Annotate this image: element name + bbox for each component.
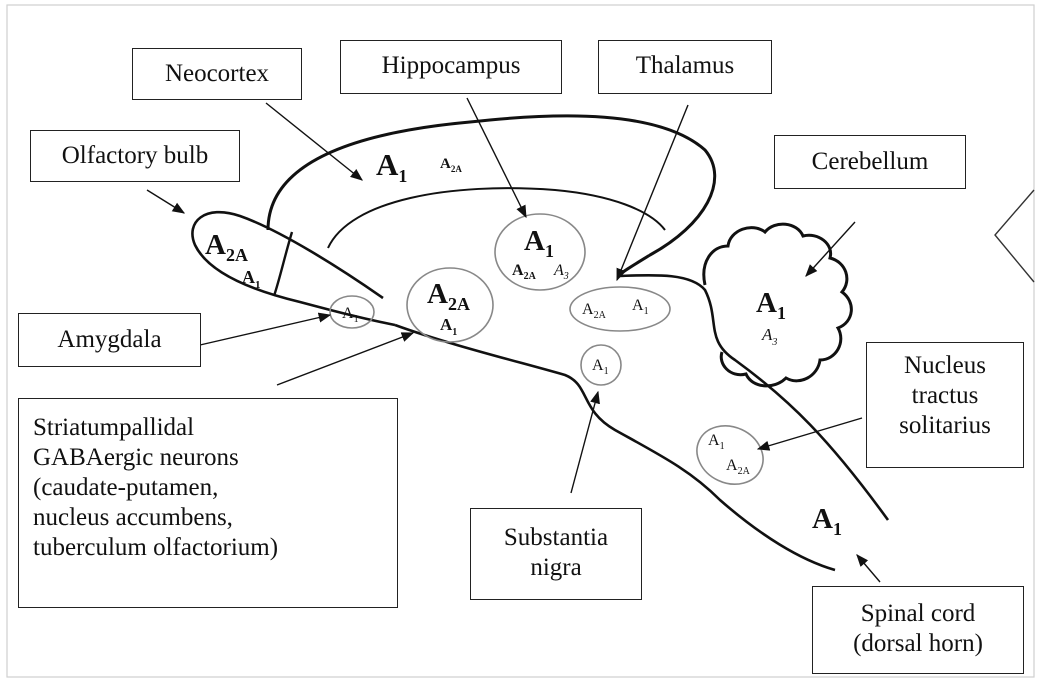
cropped-inset-shape xyxy=(995,190,1034,282)
spinal-cord-label-box: Spinal cord (dorsal horn) xyxy=(812,586,1024,674)
olfactory-bulb-label-box: Olfactory bulb xyxy=(30,130,240,182)
substantia-nigra-label-line-1: Substantia xyxy=(471,523,641,553)
neocortex-label-box: Neocortex xyxy=(132,48,302,100)
striatum-label-line-2: GABAergic neurons xyxy=(33,443,397,473)
hippocampus-receptor-major: A1 xyxy=(524,225,554,261)
spinal-cord-label-line-1: Spinal cord xyxy=(813,599,1023,629)
cerebellum-arrow xyxy=(806,222,855,276)
neocortex-label: Neocortex xyxy=(165,60,269,87)
neocortex-receptor-minor: A2A xyxy=(440,156,462,174)
spinal-cord-receptor: A1 xyxy=(812,503,842,539)
hippocampus-receptor-minor-1: A2A xyxy=(512,262,537,282)
striatum-label-line-5: tuberculum olfactorium) xyxy=(33,533,397,563)
thalamus-label: Thalamus xyxy=(636,52,735,79)
brainstem-dorsal-contour xyxy=(618,275,888,520)
nts-label-box: Nucleus tractus solitarius xyxy=(866,342,1024,468)
spinal-cord-arrow xyxy=(857,555,880,582)
striatum-label-line-1: Striatumpallidal xyxy=(33,413,397,443)
striatum-label-box: Striatumpallidal GABAergic neurons (caud… xyxy=(18,398,398,608)
cortex-outline xyxy=(268,116,715,276)
substantia-nigra-receptor: A1 xyxy=(592,357,609,377)
substantia-nigra-label-box: Substantia nigra xyxy=(470,508,642,600)
nts-label-line-2: tractus xyxy=(867,381,1023,411)
olfactory-receptor-major: A2A xyxy=(205,229,248,265)
thalamus-receptor-1: A2A xyxy=(582,301,607,321)
striatum-receptor-minor: A1 xyxy=(440,315,457,338)
cerebellum-label: Cerebellum xyxy=(812,148,929,175)
hippocampus-receptor-minor-2: A3 xyxy=(553,262,569,282)
corpus-callosum-arc xyxy=(328,188,665,248)
neocortex-arrow xyxy=(266,103,362,180)
striatum-label-line-3: (caudate-putamen, xyxy=(33,473,397,503)
substantia-nigra-label-line-2: nigra xyxy=(471,553,641,583)
olfactory-bulb-divider xyxy=(274,232,292,296)
nts-label-line-1: Nucleus xyxy=(867,351,1023,381)
neocortex-receptor-major: A1 xyxy=(376,147,407,186)
hippocampus-arrow xyxy=(467,98,526,217)
striatum-receptor-major: A2A xyxy=(427,278,470,314)
cerebellum-receptor-major: A1 xyxy=(756,287,786,323)
nts-label-line-3: solitarius xyxy=(867,411,1023,441)
nts-receptor-2: A2A xyxy=(726,457,751,477)
hippocampus-label: Hippocampus xyxy=(382,52,521,79)
amygdala-label: Amygdala xyxy=(57,326,161,353)
nts-arrow xyxy=(758,418,862,449)
nts-receptor-1: A1 xyxy=(708,432,725,452)
hippocampus-label-box: Hippocampus xyxy=(340,40,562,94)
cerebellum-label-box: Cerebellum xyxy=(774,135,966,189)
spinal-cord-label-line-2: (dorsal horn) xyxy=(813,629,1023,659)
olfactory-bulb-label: Olfactory bulb xyxy=(62,142,208,169)
amygdala-receptor: A1 xyxy=(342,305,359,325)
thalamus-label-box: Thalamus xyxy=(598,40,772,94)
amygdala-label-box: Amygdala xyxy=(18,313,201,367)
olfactory-bulb-arrow xyxy=(147,190,184,213)
thalamus-receptor-2: A1 xyxy=(632,297,649,317)
amygdala-arrow xyxy=(200,315,330,345)
striatum-label-line-4: nucleus accumbens, xyxy=(33,503,397,533)
striatum-arrow xyxy=(277,333,413,385)
cerebellum-receptor-minor: A3 xyxy=(761,325,777,348)
substantia-nigra-arrow xyxy=(571,392,598,493)
